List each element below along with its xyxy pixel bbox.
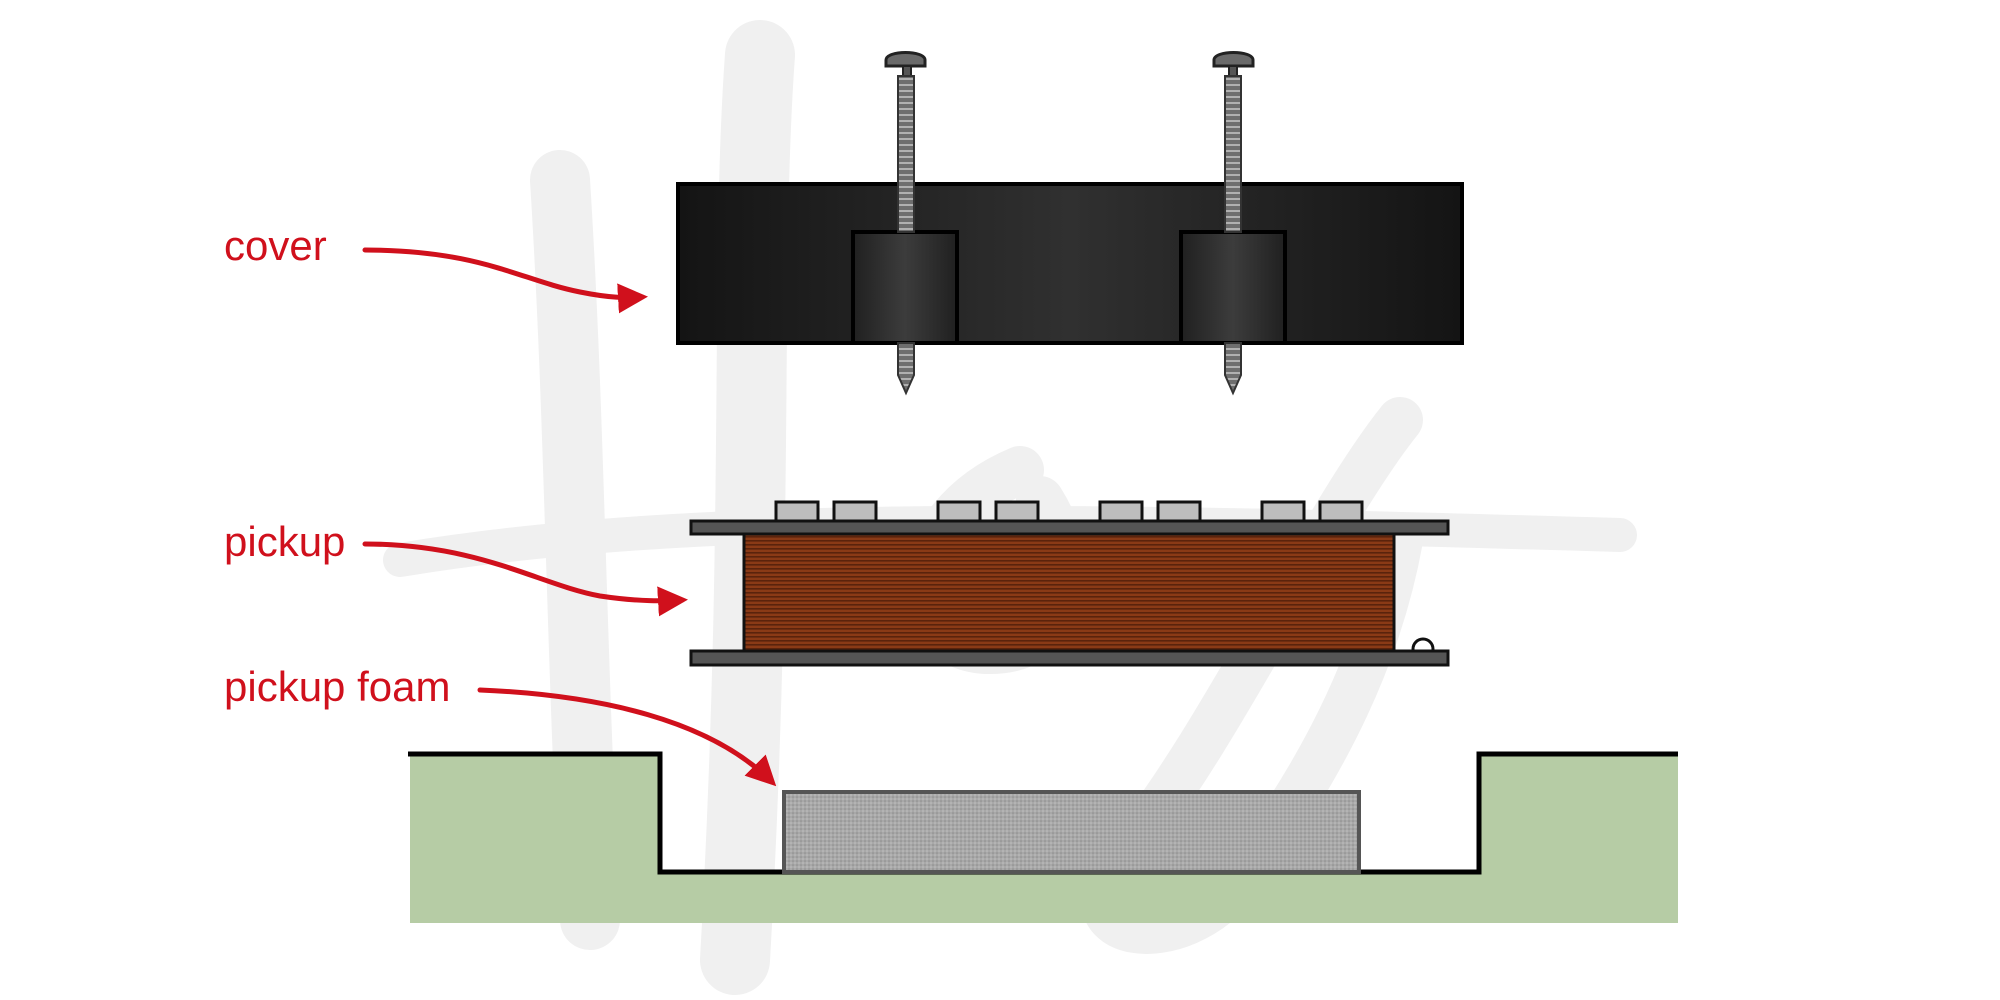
pickup-cover bbox=[676, 182, 1464, 345]
pickup-arrow bbox=[362, 541, 688, 617]
pole-pieces bbox=[774, 500, 1364, 524]
pickup bbox=[689, 500, 1450, 667]
pickup-top-plate bbox=[689, 519, 1450, 536]
pickup-coil bbox=[742, 532, 1396, 653]
screw-icon bbox=[884, 51, 1255, 396]
pickup-label: pickup bbox=[224, 518, 345, 565]
cover-ferrule-right bbox=[1179, 230, 1287, 345]
cover-arrow bbox=[362, 247, 648, 314]
screw-right bbox=[1212, 51, 1255, 396]
pickup-foam bbox=[782, 790, 1361, 874]
pickup-foam-arrow bbox=[477, 687, 777, 787]
cover-label: cover bbox=[224, 222, 327, 269]
pickup-bottom-plate bbox=[689, 649, 1450, 667]
screw-left bbox=[884, 51, 927, 396]
pickup-foam-label: pickup foam bbox=[224, 663, 450, 710]
cover-ferrule-left bbox=[851, 230, 959, 345]
curved-arrow-icon bbox=[362, 247, 777, 787]
